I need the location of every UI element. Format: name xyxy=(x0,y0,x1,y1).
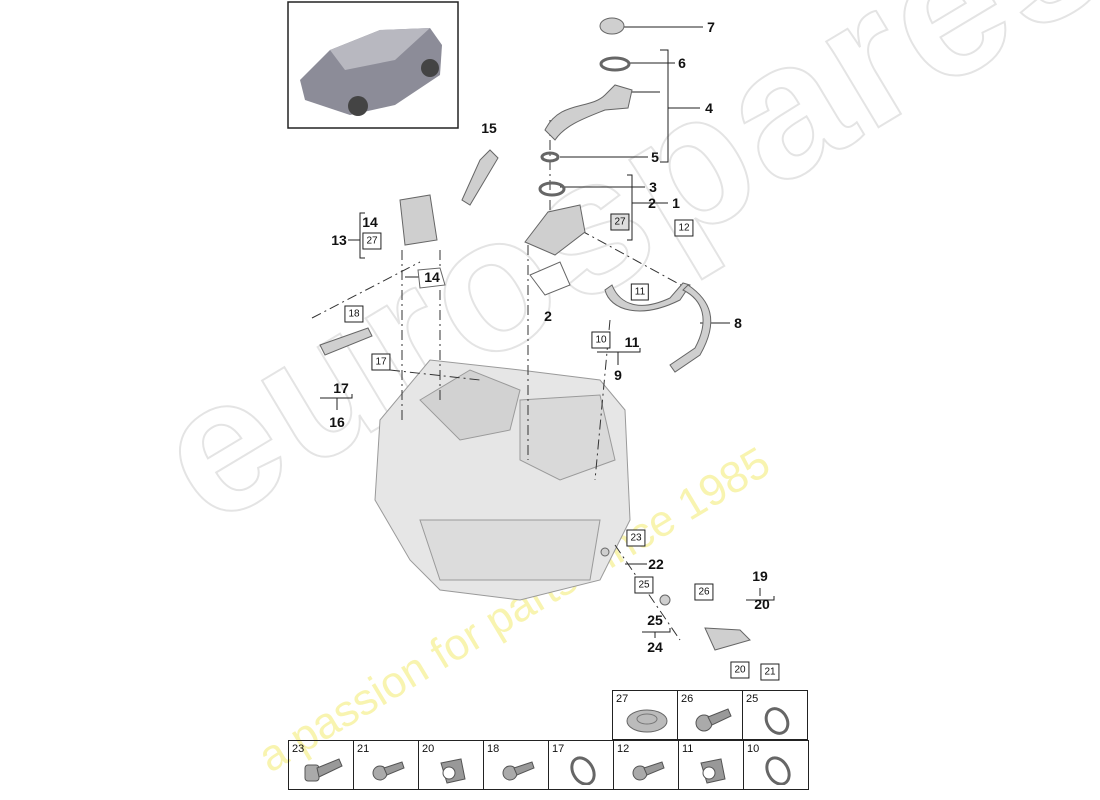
part-cell-10[interactable]: 10 xyxy=(743,740,809,790)
part-cell-27[interactable]: 27 xyxy=(612,690,678,740)
part-cell-18[interactable]: 18 xyxy=(483,740,549,790)
callout-9[interactable]: 9 xyxy=(614,367,622,383)
callout-8[interactable]: 8 xyxy=(734,315,742,331)
callout-6[interactable]: 6 xyxy=(678,55,686,71)
callout-box-26[interactable]: 26 xyxy=(694,583,714,601)
components xyxy=(319,17,751,651)
callout-19[interactable]: 19 xyxy=(752,568,768,584)
bolt-icon xyxy=(304,758,343,782)
callout-13[interactable]: 13 xyxy=(331,232,347,248)
car-thumbnail xyxy=(287,1,459,129)
screw-icon xyxy=(502,761,535,781)
callout-box-17[interactable]: 17 xyxy=(371,353,391,371)
part-cell-17[interactable]: 17 xyxy=(548,740,614,790)
callout-box-27[interactable]: 27 xyxy=(610,213,630,231)
callout-5[interactable]: 5 xyxy=(651,149,659,165)
callout-15[interactable]: 15 xyxy=(481,120,497,136)
callout-box-12[interactable]: 12 xyxy=(674,219,694,237)
screw-icon xyxy=(695,708,732,732)
leader-lines xyxy=(320,26,775,638)
callout-4[interactable]: 4 xyxy=(705,100,713,116)
callout-20[interactable]: 20 xyxy=(754,596,770,612)
engine-block xyxy=(374,359,631,601)
callout-14[interactable]: 14 xyxy=(424,269,440,285)
callout-2[interactable]: 2 xyxy=(544,308,552,324)
callout-box-11[interactable]: 11 xyxy=(630,283,650,301)
callout-box-23[interactable]: 23 xyxy=(626,529,646,547)
ring-icon xyxy=(764,707,790,735)
part-cell-12[interactable]: 12 xyxy=(613,740,679,790)
part-cell-20[interactable]: 20 xyxy=(418,740,484,790)
callout-box-25[interactable]: 25 xyxy=(634,576,654,594)
ring-icon xyxy=(765,756,791,785)
screw-icon xyxy=(632,761,665,781)
part-cell-21[interactable]: 21 xyxy=(353,740,419,790)
callout-2[interactable]: 2 xyxy=(648,195,656,211)
callout-16[interactable]: 16 xyxy=(329,414,345,430)
callout-7[interactable]: 7 xyxy=(707,19,715,35)
callout-box-20[interactable]: 20 xyxy=(730,661,750,679)
parts-table-top: 27 26 25 xyxy=(612,690,808,740)
callout-25[interactable]: 25 xyxy=(647,612,663,628)
ring-icon xyxy=(570,756,596,785)
part-cell-23[interactable]: 23 xyxy=(288,740,354,790)
callout-box-10[interactable]: 10 xyxy=(591,331,611,349)
callout-22[interactable]: 22 xyxy=(648,556,664,572)
clip-icon xyxy=(700,758,726,784)
cap-icon xyxy=(626,709,668,733)
callout-17[interactable]: 17 xyxy=(333,380,349,396)
callout-box-21[interactable]: 21 xyxy=(760,663,780,681)
part-cell-11[interactable]: 11 xyxy=(678,740,744,790)
callout-3[interactable]: 3 xyxy=(649,179,657,195)
screw-icon xyxy=(372,761,405,781)
callout-box-18[interactable]: 18 xyxy=(344,305,364,323)
callout-box-27[interactable]: 27 xyxy=(362,232,382,250)
callout-11[interactable]: 11 xyxy=(624,334,640,350)
part-cell-26[interactable]: 26 xyxy=(677,690,743,740)
callout-24[interactable]: 24 xyxy=(647,639,663,655)
part-cell-25[interactable]: 25 xyxy=(742,690,808,740)
callout-1[interactable]: 1 xyxy=(672,195,680,211)
callout-14[interactable]: 14 xyxy=(362,214,378,230)
clip-icon xyxy=(440,758,466,784)
